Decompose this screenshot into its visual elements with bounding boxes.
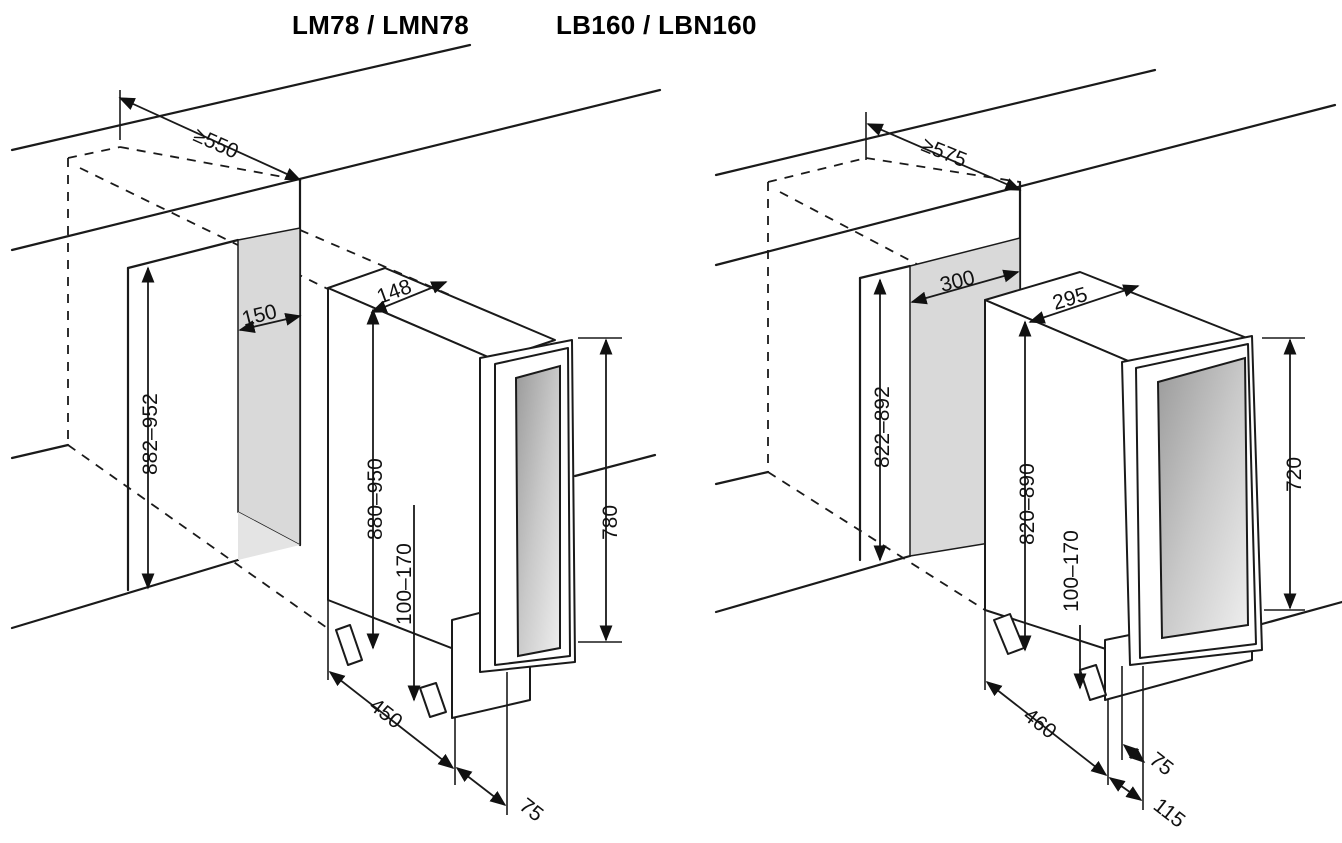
left-niche-height-label: 882–952: [139, 393, 162, 475]
right-door-open-offset-label: 115: [1149, 794, 1190, 833]
right-door-thickness-label: 75: [1145, 748, 1178, 781]
title-left-model: LM78 / LMN78: [292, 10, 469, 40]
right-unit-depth-label: 460: [1019, 704, 1061, 744]
left-door-height-label: 780: [599, 505, 622, 540]
left-unit-height-label: 880–950: [364, 458, 387, 540]
title-right-model: LB160 / LBN160: [556, 10, 757, 40]
right-feet-adjust-label: 100–170: [1060, 530, 1083, 612]
left-depth-min-label: ≥550: [190, 124, 242, 164]
left-unit-drawing: [10, 43, 662, 815]
right-unit-drawing: [714, 68, 1342, 810]
right-depth-min-label: ≥575: [918, 133, 970, 172]
right-niche-height-label: 822–892: [871, 386, 894, 468]
right-unit-height-label: 820–890: [1016, 463, 1039, 545]
left-feet-adjust-label: 100–170: [393, 543, 416, 625]
right-door-height-label: 720: [1283, 457, 1306, 492]
left-door-thickness-label: 75: [515, 794, 548, 827]
